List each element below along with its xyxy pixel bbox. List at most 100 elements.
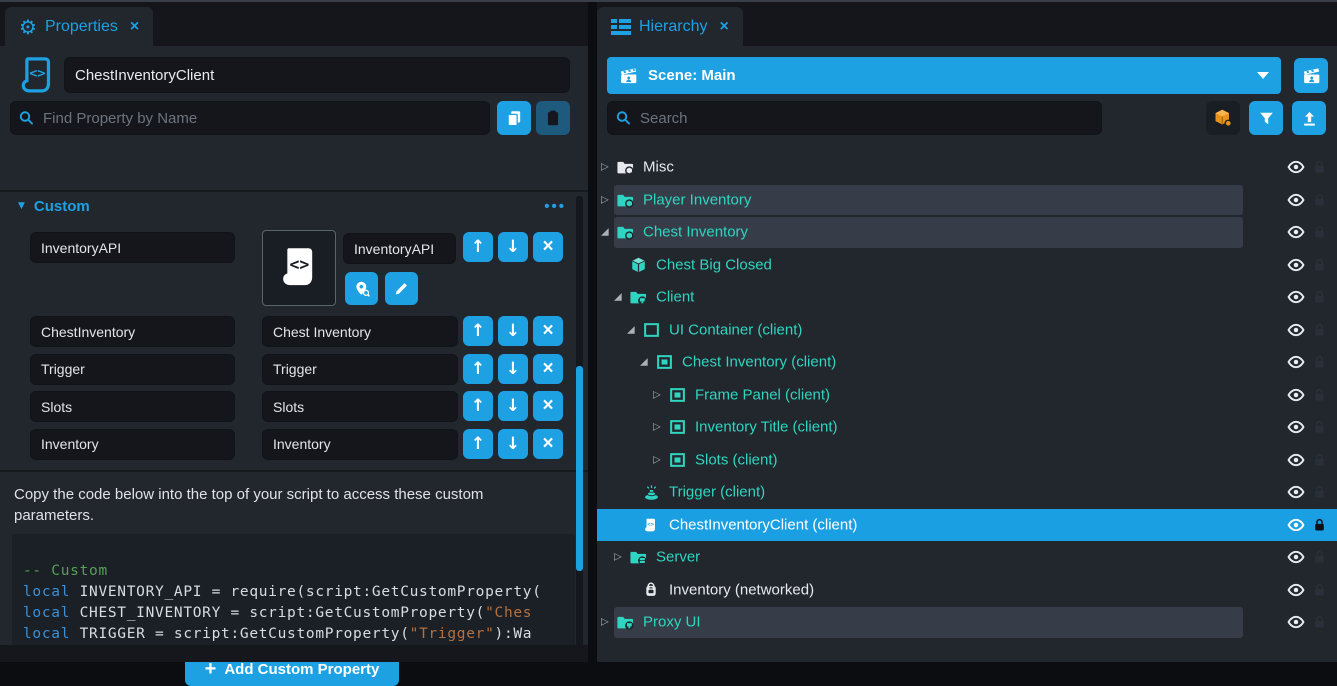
delete-button[interactable]: × [533,429,563,459]
lock-toggle[interactable] [1312,192,1327,207]
lock-toggle[interactable] [1312,550,1327,565]
filter-button[interactable] [1249,101,1283,135]
find-in-hierarchy-button[interactable] [345,272,378,305]
lock-toggle[interactable] [1312,387,1327,402]
hierarchy-search-input[interactable] [607,101,1102,135]
collapse-icon[interactable]: ◢ [601,227,609,238]
visibility-toggle[interactable] [1287,223,1305,241]
visibility-toggle[interactable] [1287,158,1305,176]
move-down-button[interactable]: ↓ [498,354,528,384]
tree-row-slots-client[interactable]: ▷Slots (client) [597,444,1337,477]
lock-toggle[interactable] [1312,160,1327,175]
visibility-toggle[interactable] [1287,191,1305,209]
property-name-input[interactable] [30,429,235,460]
move-up-button[interactable]: ↑ [463,429,493,459]
visibility-toggle[interactable] [1287,451,1305,469]
section-menu-icon[interactable]: ••• [544,198,566,215]
lock-toggle[interactable] [1312,420,1327,435]
delete-button[interactable]: × [533,354,563,384]
export-button[interactable] [1292,101,1326,135]
move-up-button[interactable]: ↑ [463,354,493,384]
visibility-toggle[interactable] [1287,483,1305,501]
tree-row-misc[interactable]: ▷Misc [597,151,1337,184]
tab-hierarchy[interactable]: Hierarchy × [597,7,743,46]
paste-properties-button[interactable] [536,101,570,135]
visibility-toggle[interactable] [1287,613,1305,631]
property-value-input[interactable] [262,354,458,385]
scene-dropdown[interactable]: Scene: Main [607,57,1281,94]
visibility-toggle[interactable] [1287,353,1305,371]
move-down-button[interactable]: ↓ [498,391,528,421]
expand-icon[interactable]: ▷ [653,454,661,465]
move-up-button[interactable]: ↑ [463,232,493,262]
custom-section-header[interactable]: ▼ Custom ••• [0,190,588,220]
tree-row-chest-inventory[interactable]: ◢Chest Inventory [597,216,1337,249]
expand-icon[interactable]: ▷ [653,422,661,433]
expand-icon[interactable]: ▷ [601,617,609,628]
visibility-toggle[interactable] [1287,516,1305,534]
property-value-input[interactable] [262,391,458,422]
move-down-button[interactable]: ↓ [498,316,528,346]
property-value-input[interactable] [262,429,458,460]
lock-toggle[interactable] [1312,290,1327,305]
collapse-icon[interactable]: ◢ [614,292,622,303]
delete-button[interactable]: × [533,391,563,421]
property-name-input[interactable] [30,354,235,385]
lock-toggle[interactable] [1312,615,1327,630]
expand-icon[interactable]: ▷ [601,162,609,173]
tree-row-chest-inventory-client[interactable]: ◢Chest Inventory (client) [597,346,1337,379]
expand-icon[interactable]: ▷ [653,389,661,400]
delete-button[interactable]: × [533,232,563,262]
property-name-input[interactable] [30,316,235,347]
property-value-input[interactable] [262,316,458,347]
lock-toggle[interactable] [1312,225,1327,240]
move-up-button[interactable]: ↑ [463,391,493,421]
lock-toggle[interactable] [1312,517,1327,532]
move-up-button[interactable]: ↑ [463,316,493,346]
lock-toggle[interactable] [1312,582,1327,597]
networked-objects-button[interactable] [1206,101,1240,135]
tree-row-inventory-title-client[interactable]: ▷Inventory Title (client) [597,411,1337,444]
tree-row-frame-panel-client[interactable]: ▷Frame Panel (client) [597,379,1337,412]
lock-toggle[interactable] [1312,452,1327,467]
move-down-button[interactable]: ↓ [498,429,528,459]
tree-row-trigger-client[interactable]: Trigger (client) [597,476,1337,509]
lock-toggle[interactable] [1312,355,1327,370]
collapse-icon[interactable]: ◢ [640,357,648,368]
edit-script-button[interactable] [385,272,418,305]
visibility-toggle[interactable] [1287,256,1305,274]
tree-row-chestinventoryclient-client[interactable]: <>ChestInventoryClient (client) [597,509,1337,542]
visibility-toggle[interactable] [1287,288,1305,306]
code-snippet[interactable]: -- Customlocal INVENTORY_API = require(s… [12,534,575,646]
scrollbar-thumb[interactable] [576,366,583,571]
property-name-input[interactable] [30,232,235,263]
tab-properties[interactable]: ⚙ Properties × [5,7,153,46]
visibility-toggle[interactable] [1287,418,1305,436]
property-value-input[interactable] [343,233,456,264]
asset-thumbnail[interactable]: <> [262,230,336,306]
tree-row-chest-big-closed[interactable]: Chest Big Closed [597,249,1337,282]
properties-scrollbar[interactable] [576,196,583,648]
tree-row-client[interactable]: ◢Client [597,281,1337,314]
copy-properties-button[interactable] [497,101,531,135]
visibility-toggle[interactable] [1287,386,1305,404]
tree-row-ui-container-client[interactable]: ◢UI Container (client) [597,314,1337,347]
move-down-button[interactable]: ↓ [498,232,528,262]
property-name-input[interactable] [30,391,235,422]
lock-toggle[interactable] [1312,322,1327,337]
tree-row-player-inventory[interactable]: ▷Player Inventory [597,184,1337,217]
visibility-toggle[interactable] [1287,321,1305,339]
tree-row-server[interactable]: ▷Server [597,541,1337,574]
expand-icon[interactable]: ▷ [614,552,622,563]
scene-settings-button[interactable] [1294,58,1328,93]
property-search-input[interactable] [10,101,490,135]
expand-icon[interactable]: ▷ [601,194,609,205]
visibility-toggle[interactable] [1287,548,1305,566]
lock-toggle[interactable] [1312,485,1327,500]
tree-row-inventory-networked[interactable]: Inventory (networked) [597,574,1337,607]
visibility-toggle[interactable] [1287,581,1305,599]
close-icon[interactable]: × [130,18,139,36]
lock-toggle[interactable] [1312,257,1327,272]
close-icon[interactable]: × [719,18,728,36]
delete-button[interactable]: × [533,316,563,346]
